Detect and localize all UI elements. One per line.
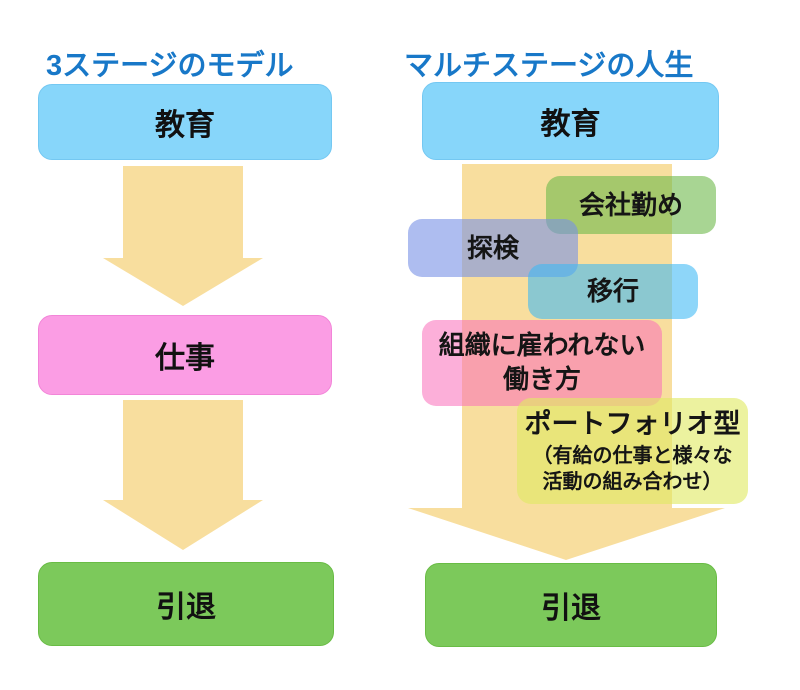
- overlay-independent-work-label-line2: 働き方: [502, 364, 581, 394]
- left-retirement-label: 引退: [156, 591, 216, 624]
- left-education-label: 教育: [155, 109, 215, 142]
- overlay-independent-work-label-line1: 組織に雇われない: [438, 330, 646, 361]
- right-education-label: 教育: [540, 108, 601, 141]
- overlay-company-employment-label: 会社勤め: [578, 189, 683, 220]
- left-retirement-box: 引退: [38, 562, 334, 646]
- right-education-box: 教育: [422, 82, 719, 160]
- overlay-portfolio-box: ポートフォリオ型 （有給の仕事と様々な 活動の組み合わせ）: [517, 398, 748, 504]
- overlay-exploration-label: 探検: [466, 232, 519, 263]
- overlay-independent-work-box: 組織に雇われない 働き方: [422, 320, 662, 406]
- right-retirement-label: 引退: [541, 592, 601, 625]
- left-column-title: 3ステージのモデル: [46, 50, 294, 82]
- right-retirement-box: 引退: [425, 563, 717, 647]
- overlay-exploration-box: 探検: [408, 219, 578, 277]
- overlay-transition-box: 移行: [528, 264, 698, 319]
- overlay-portfolio-sub-line1: （有給の仕事と様々な: [532, 444, 733, 467]
- right-column-title: マルチステージの人生: [404, 50, 694, 82]
- left-arrow-education-to-work: [103, 166, 263, 306]
- left-education-box: 教育: [38, 84, 332, 160]
- left-work-label: 仕事: [155, 342, 215, 375]
- overlay-portfolio-sub-line2: 活動の組み合わせ）: [542, 470, 723, 493]
- overlay-portfolio-label: ポートフォリオ型: [524, 409, 741, 440]
- left-arrow-work-to-retirement: [103, 400, 263, 550]
- overlay-transition-label: 移行: [586, 276, 639, 307]
- left-work-box: 仕事: [38, 315, 332, 395]
